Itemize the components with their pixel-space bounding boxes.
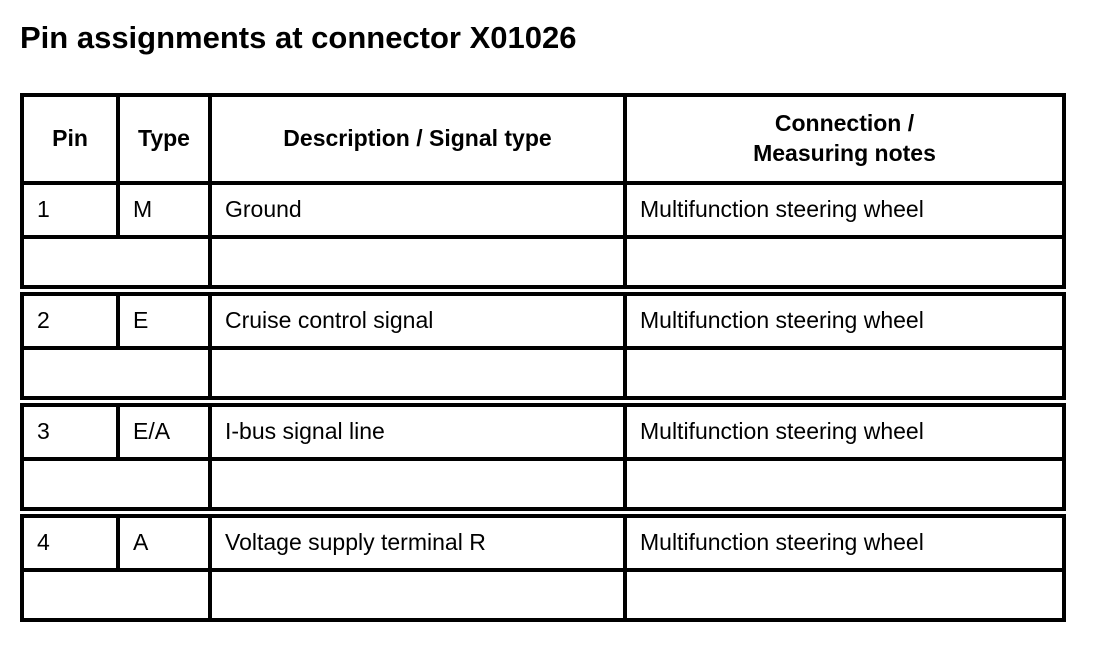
table-block-3: 3 E/A I-bus signal line Multifunction st…: [20, 403, 1066, 511]
pin-cell: 1: [20, 181, 120, 239]
description-cell: Cruise control signal: [208, 292, 627, 350]
table-row-pin2: 2 E Cruise control signal Multifunction …: [20, 292, 1066, 350]
table-empty-row: [20, 457, 1066, 511]
pin-type-empty-cell: [20, 346, 212, 400]
pin-type-empty-cell: [20, 235, 212, 289]
type-cell: E: [116, 292, 212, 350]
description-empty-cell: [208, 568, 627, 622]
header-pin: Pin: [20, 93, 120, 185]
connection-empty-cell: [623, 346, 1066, 400]
table-block-4: 4 A Voltage supply terminal R Multifunct…: [20, 514, 1066, 622]
type-cell: E/A: [116, 403, 212, 461]
table-empty-row: [20, 346, 1066, 400]
description-empty-cell: [208, 235, 627, 289]
connection-empty-cell: [623, 568, 1066, 622]
pin-cell: 3: [20, 403, 120, 461]
table-block-1: Pin Type Description / Signal type Conne…: [20, 93, 1066, 289]
table-empty-row: [20, 235, 1066, 289]
header-description: Description / Signal type: [208, 93, 627, 185]
connection-cell: Multifunction steering wheel: [623, 292, 1066, 350]
description-empty-cell: [208, 346, 627, 400]
description-cell: Ground: [208, 181, 627, 239]
table-row-pin4: 4 A Voltage supply terminal R Multifunct…: [20, 514, 1066, 572]
description-empty-cell: [208, 457, 627, 511]
table-row-pin3: 3 E/A I-bus signal line Multifunction st…: [20, 403, 1066, 461]
pin-cell: 2: [20, 292, 120, 350]
header-connection: Connection / Measuring notes: [623, 93, 1066, 185]
pin-type-empty-cell: [20, 568, 212, 622]
pin-type-empty-cell: [20, 457, 212, 511]
page-title: Pin assignments at connector X01026: [20, 20, 577, 55]
header-type: Type: [116, 93, 212, 185]
connection-cell: Multifunction steering wheel: [623, 181, 1066, 239]
type-cell: A: [116, 514, 212, 572]
pin-cell: 4: [20, 514, 120, 572]
connection-empty-cell: [623, 457, 1066, 511]
connection-empty-cell: [623, 235, 1066, 289]
table-empty-row: [20, 568, 1066, 622]
table-row-pin1: 1 M Ground Multifunction steering wheel: [20, 181, 1066, 239]
description-cell: I-bus signal line: [208, 403, 627, 461]
table-block-2: 2 E Cruise control signal Multifunction …: [20, 292, 1066, 400]
connection-cell: Multifunction steering wheel: [623, 514, 1066, 572]
description-cell: Voltage supply terminal R: [208, 514, 627, 572]
table-header-row: Pin Type Description / Signal type Conne…: [20, 93, 1066, 185]
type-cell: M: [116, 181, 212, 239]
connection-cell: Multifunction steering wheel: [623, 403, 1066, 461]
pin-assignment-table: Pin Type Description / Signal type Conne…: [20, 93, 1066, 622]
